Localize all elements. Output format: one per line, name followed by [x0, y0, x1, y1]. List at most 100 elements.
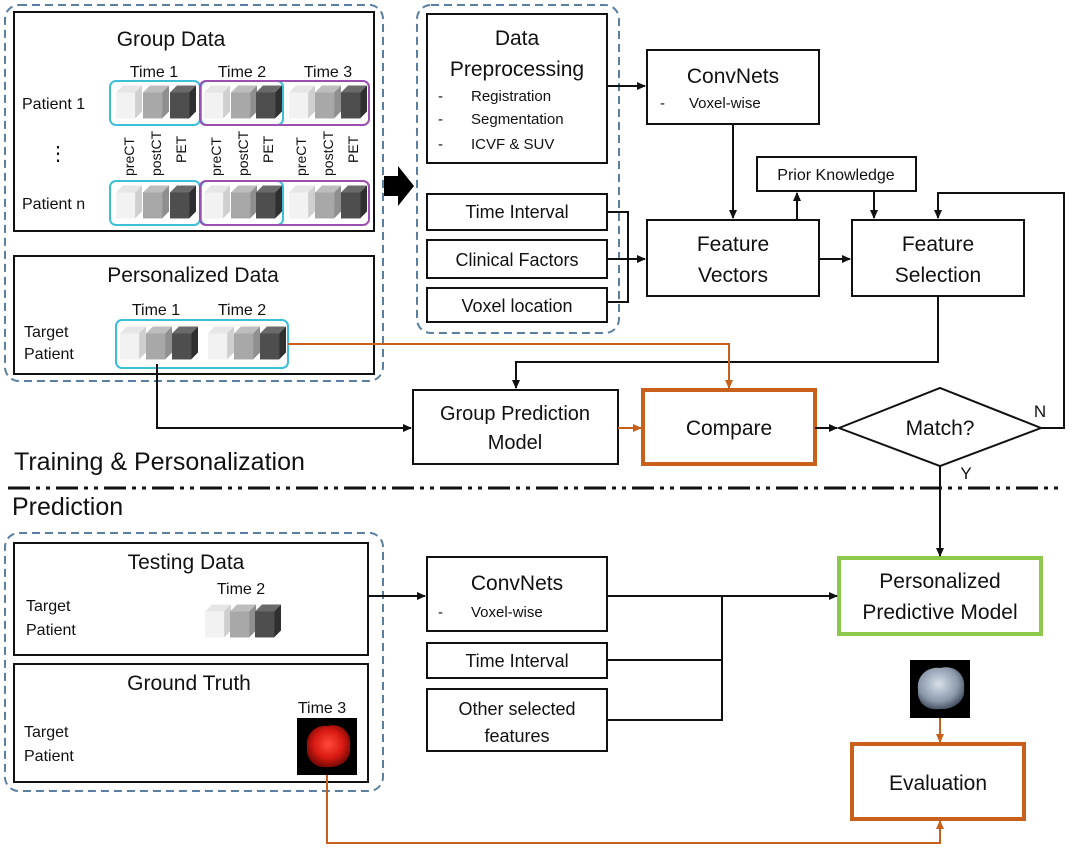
clinical-factors-label: Clinical Factors [455, 250, 578, 270]
td-target-label: Target [26, 598, 71, 615]
modality-label: postCT [320, 130, 336, 176]
ground-truth-tumor-image [297, 718, 357, 775]
group-model-line1: Group Prediction [440, 403, 590, 425]
modality-label: preCT [293, 137, 309, 176]
predicted-tumor-image [910, 660, 970, 718]
match-yes-label: Y [960, 464, 971, 483]
match-no-label: N [1034, 402, 1046, 421]
pet-cube-icon [170, 185, 196, 219]
precT-cube-icon [120, 326, 146, 360]
testing-data-title: Testing Data [128, 551, 245, 574]
feature-vectors-line2: Vectors [698, 264, 768, 287]
postCT-cube-icon [231, 185, 257, 219]
ground-truth-title: Ground Truth [127, 672, 251, 695]
pet-cube-icon [255, 604, 281, 638]
modality-label: PET [173, 135, 189, 163]
time-2-label: Time 2 [218, 64, 266, 81]
postCT-cube-icon [143, 185, 169, 219]
patient-ellipsis: ⋮ [48, 143, 68, 165]
other-features-box [426, 688, 608, 752]
pd-patient-label: Patient [24, 346, 74, 363]
modality-label: postCT [148, 130, 164, 176]
convnets-bottom-box [426, 556, 608, 632]
patientn-time23-frame [199, 180, 370, 226]
postCT-cube-icon [231, 85, 257, 119]
preprocessing-item-icvf-suv: ICVF & SUV [471, 136, 554, 153]
pet-cube-icon [172, 326, 198, 360]
voxel-location-box [426, 287, 608, 323]
group-prediction-model-box [412, 389, 619, 465]
evaluation-label: Evaluation [889, 772, 987, 795]
testing-data-group [4, 532, 384, 792]
preprocessing-title-1: Data [495, 27, 540, 50]
bullet: - [660, 95, 665, 112]
modality-label: preCT [121, 137, 137, 176]
postCT-cube-icon [315, 85, 341, 119]
personalized-data-title: Personalized Data [107, 264, 279, 287]
preprocessing-group [416, 4, 620, 334]
match-label: Match? [906, 417, 975, 440]
pd-time-2-label: Time 2 [218, 302, 266, 319]
modality-label: PET [345, 135, 361, 163]
other-features-line1: Other selected [458, 699, 575, 719]
pd-target-label: Target [24, 324, 69, 341]
postCT-cube-icon [234, 326, 260, 360]
bullet: - [438, 604, 443, 621]
orange-connectors [288, 343, 944, 844]
section-prediction-label: Prediction [12, 493, 123, 521]
patient-n-label: Patient n [22, 196, 85, 213]
precT-cube-icon [116, 85, 142, 119]
group-data-title: Group Data [117, 28, 226, 51]
bullet: - [438, 111, 443, 128]
td-time-2-label: Time 2 [217, 581, 265, 598]
feature-selection-box [851, 219, 1025, 297]
convnets-bottom-title: ConvNets [471, 572, 563, 595]
precT-cube-icon [205, 604, 231, 638]
preprocessing-item-registration: Registration [471, 88, 551, 105]
td-patient-label: Patient [26, 622, 76, 639]
pd-time-1-label: Time 1 [132, 302, 180, 319]
postCT-cube-icon [143, 85, 169, 119]
time-interval-box [426, 193, 608, 231]
pet-cube-icon [260, 326, 286, 360]
postCT-cube-icon [230, 604, 256, 638]
convnets-top-title: ConvNets [687, 65, 779, 88]
pet-cube-icon [256, 85, 282, 119]
precT-cube-icon [204, 85, 230, 119]
gt-patient-label: Patient [24, 748, 74, 765]
preprocessing-item-segmentation: Segmentation [471, 111, 564, 128]
modality-label: postCT [235, 130, 251, 176]
gt-time-3-label: Time 3 [298, 700, 346, 717]
personalized-predictive-model-box [837, 556, 1043, 636]
precT-cube-icon [289, 185, 315, 219]
prior-knowledge-label: Prior Knowledge [777, 167, 895, 184]
section-training-label: Training & Personalization [14, 448, 305, 476]
feature-vectors-line1: Feature [697, 233, 769, 256]
convnets-bottom-sub: Voxel-wise [471, 604, 543, 621]
postCT-cube-icon [315, 185, 341, 219]
precT-cube-icon [289, 85, 315, 119]
bullet: - [438, 136, 443, 153]
personalized-model-line1: Personalized [879, 570, 1000, 593]
testing-data-box [13, 542, 369, 656]
big-arrow-icon [384, 166, 414, 206]
patient1-time23-frame [199, 80, 370, 126]
group-model-line2: Model [488, 432, 542, 454]
precT-cube-icon [204, 185, 230, 219]
precT-cube-icon [208, 326, 234, 360]
training-data-group [4, 4, 384, 382]
time-1-label: Time 1 [130, 64, 178, 81]
evaluation-box [850, 742, 1026, 821]
pet-cube-icon [341, 185, 367, 219]
personalized-model-line2: Predictive Model [862, 601, 1017, 624]
time-interval-label: Time Interval [465, 202, 568, 222]
patient-1-label: Patient 1 [22, 96, 85, 113]
modality-label: preCT [208, 137, 224, 176]
feature-vectors-box [646, 219, 820, 297]
feature-selection-line2: Selection [895, 264, 981, 287]
precT-cube-icon [116, 185, 142, 219]
convnets-top-sub: Voxel-wise [689, 95, 761, 112]
postCT-cube-icon [146, 326, 172, 360]
time-interval-bottom-label: Time Interval [465, 651, 568, 671]
